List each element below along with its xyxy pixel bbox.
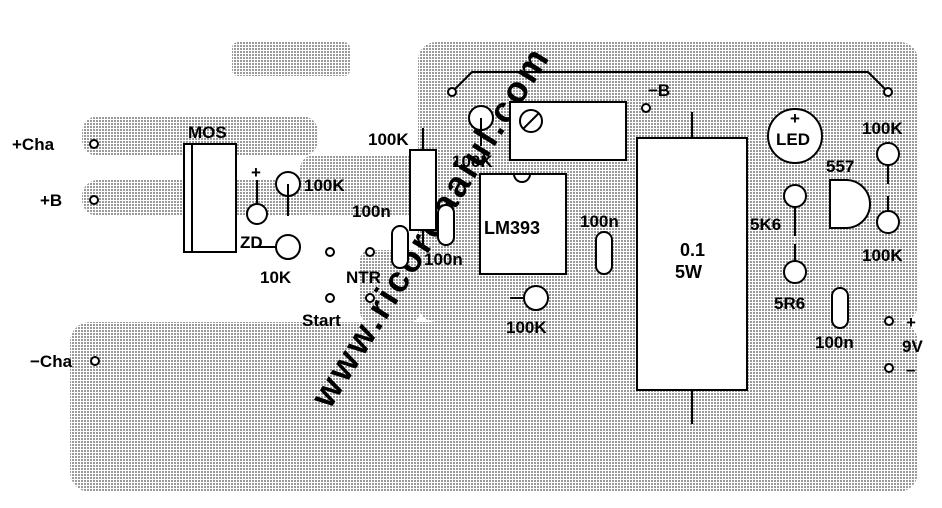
label-r-100k-a: 100K xyxy=(304,176,345,195)
label-ic-lm393: LM393 xyxy=(484,218,540,238)
resistor-5r6: 5R6 xyxy=(774,244,807,313)
label-zd: ZD xyxy=(240,233,263,252)
capacitor-100n-a: 100n xyxy=(352,202,409,269)
label-minus-cha: −Cha xyxy=(30,352,73,371)
capacitor-100n-d: 100n xyxy=(815,287,854,352)
top-jumper-wire xyxy=(451,71,889,93)
transistor-557: 557 xyxy=(826,157,871,229)
label-r-10k: 10K xyxy=(260,268,292,287)
capacitor-100n-c: 100n xyxy=(580,212,619,275)
terminal-minus-cha: −Cha xyxy=(30,352,100,371)
resistor-100k-c: 100K xyxy=(506,285,549,337)
label-c-100n-c: 100n xyxy=(580,212,619,231)
resistor-10k: 10K xyxy=(256,234,301,287)
label-supply-v: 9V xyxy=(902,337,923,356)
power-resistor: 0.1 5W xyxy=(636,112,748,424)
zd-plus-mark: + xyxy=(251,163,261,182)
potentiometer-100k: 100K xyxy=(368,128,437,246)
supply-9v: + 9V – xyxy=(884,313,923,379)
label-c-100n-a: 100n xyxy=(352,202,391,221)
terminal-plus-b: +B xyxy=(40,191,99,210)
label-res-power: 5W xyxy=(675,262,702,282)
label-r-100k-e: 100K xyxy=(862,246,903,265)
label-ntr: NTR xyxy=(346,268,381,287)
label-supply-minus: – xyxy=(906,360,915,379)
resistor-5k6: 5K6 xyxy=(750,184,807,236)
pad xyxy=(447,87,457,97)
label-r-100k-pot: 100K xyxy=(368,130,409,149)
label-r-5k6: 5K6 xyxy=(750,215,781,234)
resistor-100k-b: 100K xyxy=(452,105,494,171)
ic-lm393: LM393 xyxy=(479,173,567,275)
led: + LED xyxy=(767,108,823,164)
label-plus-cha: +Cha xyxy=(12,135,55,154)
label-minus-b: −B xyxy=(648,81,670,100)
label-c-100n-d: 100n xyxy=(815,333,854,352)
terminal-minus-b: −B xyxy=(641,81,670,113)
led-plus-mark: + xyxy=(790,109,800,128)
label-plus-b: +B xyxy=(40,191,62,210)
label-res-value: 0.1 xyxy=(680,240,705,260)
label-r-100k-c: 100K xyxy=(506,318,547,337)
label-start: Start xyxy=(302,311,341,330)
label-c-100n-b: 100n xyxy=(424,250,463,269)
zener-diode: + ZD xyxy=(240,163,268,252)
terminal-plus-cha: +Cha xyxy=(12,135,99,154)
resistor-100k-e: 100K xyxy=(862,196,903,265)
label-supply-plus: + xyxy=(906,313,916,332)
capacitor-100n-b: 100n xyxy=(424,204,463,269)
label-ic-557: 557 xyxy=(826,157,854,176)
mosfet: MOS xyxy=(183,123,237,253)
resistor-100k-a: 100K xyxy=(275,171,345,216)
start-pads: Start xyxy=(302,293,375,330)
trimmer xyxy=(509,101,627,161)
pad xyxy=(883,87,893,97)
ntr-pads: NTR xyxy=(325,247,381,287)
label-r-5r6: 5R6 xyxy=(774,294,805,313)
label-r-100k-d: 100K xyxy=(862,119,903,138)
resistor-100k-d: 100K xyxy=(862,119,903,184)
label-r-100k-b: 100K xyxy=(452,152,493,171)
label-led: LED xyxy=(776,130,810,149)
label-mos: MOS xyxy=(188,123,227,142)
